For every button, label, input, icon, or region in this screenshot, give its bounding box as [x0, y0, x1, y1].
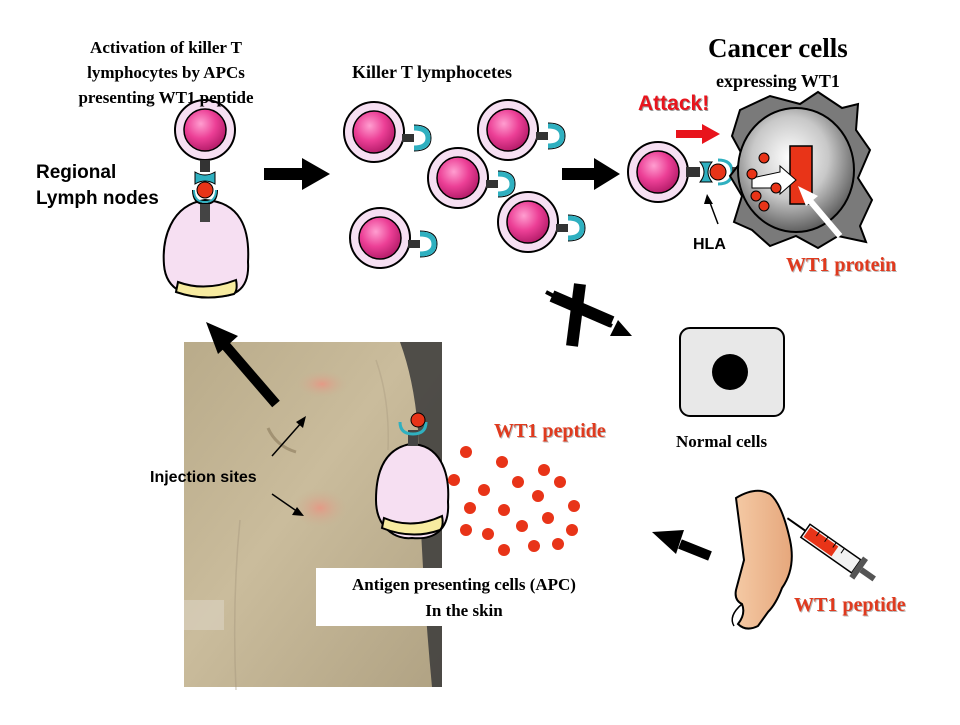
injection-sites-label: Injection sites — [150, 469, 257, 486]
injection-site-upper — [296, 370, 348, 398]
peptide-dot — [566, 524, 578, 536]
wt1-peptide-arm-label: WT1 peptide — [794, 594, 906, 616]
arrow-arm-to-skin — [652, 530, 712, 561]
peptide-dot — [554, 476, 566, 488]
apc-caption-line-2: In the skin — [425, 601, 503, 620]
syringe-icon — [786, 517, 876, 582]
wt1-protein-pointer — [798, 186, 843, 238]
killer-t-cell — [427, 147, 516, 209]
attack-label: Attack! — [638, 92, 710, 115]
apc-skin — [374, 412, 450, 540]
arm-with-syringe — [731, 489, 876, 630]
injection-site-pointers — [271, 416, 306, 516]
peptide-dot — [478, 484, 490, 496]
peptide-dot — [568, 500, 580, 512]
attack-arrow — [676, 124, 720, 144]
cancer-cell — [728, 90, 874, 250]
no-attack-arrow-normal-cells — [545, 283, 632, 347]
killer-t-cell-cluster — [343, 99, 586, 269]
normal-cell — [679, 327, 785, 417]
peptide-dot — [498, 504, 510, 516]
apc-caption: Antigen presenting cells (APC) In the sk… — [316, 572, 612, 624]
wt1-peptide-dots — [448, 446, 580, 556]
peptide-dot — [528, 540, 540, 552]
peptide-dot — [460, 524, 472, 536]
regional-lymph-label: Regional Lymph nodes — [36, 160, 159, 212]
peptide-dot — [482, 528, 494, 540]
peptide-dot — [460, 446, 472, 458]
regional-line-1: Regional — [36, 162, 117, 183]
cancer-cells-subtitle: expressing WT1 — [716, 71, 840, 91]
activation-line-3: presenting WT1 peptide — [78, 88, 254, 107]
peptide-dot — [538, 464, 550, 476]
arrow-tcells-to-cancer — [562, 158, 620, 190]
peptide-dot — [498, 544, 510, 556]
activation-line-1: Activation of killer T — [90, 38, 242, 57]
peptide-dot — [516, 520, 528, 532]
normal-cells-label: Normal cells — [676, 432, 768, 451]
peptide-dot — [532, 490, 544, 502]
apc-lymph-node — [162, 198, 250, 299]
peptide-dot — [512, 476, 524, 488]
killer-t-label: Killer T lymphocetes — [352, 62, 512, 82]
cancer-cells-title: Cancer cells — [708, 33, 848, 63]
attacking-t-cell — [627, 141, 742, 203]
killer-t-cell-lymph — [174, 99, 236, 161]
hla-pointer — [704, 194, 719, 225]
peptide-dot — [552, 538, 564, 550]
wt1-protein-label: WT1 protein — [786, 254, 897, 276]
apc-caption-box — [316, 568, 612, 626]
peptide-dot — [448, 474, 460, 486]
arrow-skin-to-lymph — [206, 322, 280, 408]
activation-line-2: lymphocytes by APCs — [87, 63, 245, 82]
tcr-hla-complex-lymph — [192, 160, 218, 222]
killer-t-cell — [477, 99, 566, 161]
peptide-dot — [496, 456, 508, 468]
killer-t-cell — [349, 207, 438, 269]
killer-t-cell — [497, 191, 586, 253]
apc-caption-line-1: Antigen presenting cells (APC) — [352, 575, 576, 594]
arrow-lymph-to-tcells — [264, 158, 330, 190]
regional-line-2: Lymph nodes — [36, 188, 159, 209]
peptide-dot — [542, 512, 554, 524]
hla-label: HLA — [693, 236, 726, 253]
activation-caption: Activation of killer T lymphocytes by AP… — [30, 35, 302, 110]
peptide-dot — [464, 502, 476, 514]
wt1-peptide-skin-label: WT1 peptide — [494, 420, 606, 442]
killer-t-cell — [343, 101, 432, 163]
injection-site-lower — [292, 488, 348, 528]
